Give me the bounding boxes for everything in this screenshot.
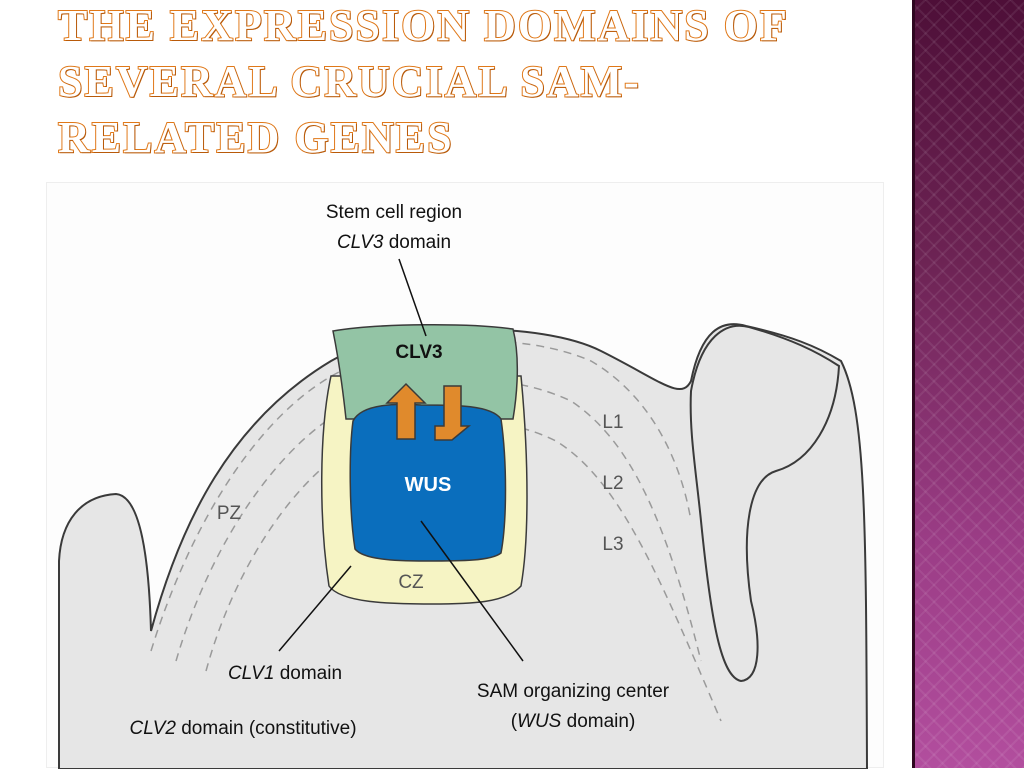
- label-cz: CZ: [398, 572, 424, 593]
- title-line-1: THE EXPRESSION DOMAINS OF: [57, 1, 789, 51]
- leader-lines: [278, 258, 524, 662]
- wus-leader: [420, 520, 524, 662]
- label-stem-cell-region: Stem cell region: [326, 202, 462, 223]
- label-clv1-domain: CLV1 domain: [228, 663, 342, 684]
- label-l1: L1: [602, 412, 623, 433]
- title-line-3: RELATED GENES: [57, 113, 454, 163]
- label-l3: L3: [602, 534, 623, 555]
- wus-domain: [349, 403, 507, 562]
- label-clv2-domain: CLV2 domain (constitutive): [129, 718, 356, 739]
- label-wus: WUS: [405, 474, 452, 496]
- label-wus-domain-open: (: [511, 711, 518, 732]
- down-arrow-icon: [434, 385, 472, 441]
- label-clv2-gene: CLV2: [129, 718, 176, 739]
- clv3-domain: [332, 323, 519, 420]
- sidebar-edge: [912, 0, 915, 768]
- up-arrow-icon: [385, 382, 427, 440]
- label-clv1-word: domain: [274, 663, 342, 684]
- label-pz: PZ: [217, 503, 242, 524]
- label-wus-domain-gene: WUS: [517, 711, 562, 732]
- label-sam-organizing-center: SAM organizing center: [477, 681, 670, 702]
- label-clv3-domain-word: domain: [383, 232, 451, 253]
- sam-diagram-figure: Stem cell region CLV3 domain CLV3 WUS CZ…: [46, 182, 884, 770]
- label-wus-domain: (WUS domain): [511, 711, 636, 732]
- decorative-sidebar: [912, 0, 1024, 768]
- sam-diagram: Stem cell region CLV3 domain CLV3 WUS CZ…: [58, 202, 869, 770]
- clv3-leader: [398, 258, 427, 337]
- label-clv3: CLV3: [395, 342, 442, 363]
- label-clv1-gene: CLV1: [228, 663, 274, 684]
- title-line-2: SEVERAL CRUCIAL SAM-: [57, 57, 641, 107]
- label-l2: L2: [602, 473, 623, 494]
- label-clv3-domain-gene: CLV3: [337, 232, 384, 253]
- clv1-leader: [278, 565, 352, 652]
- label-wus-domain-close: domain): [561, 711, 635, 732]
- sidebar-pattern: [912, 0, 1024, 768]
- leaf-primordium-right: [689, 324, 841, 683]
- label-clv2-word: domain (constitutive): [176, 718, 357, 739]
- label-clv3-domain: CLV3 domain: [337, 232, 451, 253]
